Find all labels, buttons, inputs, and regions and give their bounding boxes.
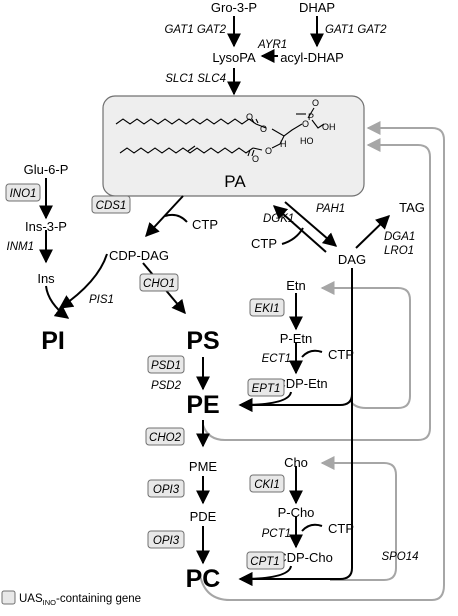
metabolite-labels: Gro-3-P DHAP LysoPA acyl-DHAP Glu-6-P In… bbox=[24, 0, 425, 593]
ps-label: PS bbox=[186, 327, 219, 355]
svg-text:OH: OH bbox=[322, 122, 336, 132]
ctp-label-pct: CTP bbox=[328, 521, 354, 536]
dgk1-label: DGK1 bbox=[263, 213, 294, 225]
pcho-label: P-Cho bbox=[278, 505, 315, 520]
cpt1-box bbox=[246, 551, 285, 570]
dhap-label: DHAP bbox=[299, 0, 335, 15]
gro3p-label: Gro-3-P bbox=[211, 0, 257, 15]
cho1-label: CHO1 bbox=[143, 278, 175, 290]
return-arrow-etn bbox=[320, 281, 411, 409]
legend-box bbox=[1, 590, 16, 605]
return-arrow-cho bbox=[320, 456, 397, 581]
pc-label: PC bbox=[186, 565, 221, 593]
eki1-label: EKI1 bbox=[255, 303, 280, 315]
legend-text: UASINO-containing gene bbox=[19, 593, 141, 607]
return-arrows bbox=[199, 121, 445, 601]
opi3-label-1: OPI3 bbox=[153, 484, 180, 496]
dga1-label: DGA1 bbox=[384, 231, 415, 243]
dag-label: DAG bbox=[338, 252, 366, 267]
legend-suffix: -containing gene bbox=[56, 593, 141, 605]
svg-text:O: O bbox=[246, 112, 253, 122]
pme-label: PME bbox=[189, 459, 218, 474]
opi3-label-2: OPI3 bbox=[153, 535, 180, 547]
ept1-label: EPT1 bbox=[252, 383, 281, 395]
opi3-box-1 bbox=[147, 479, 185, 498]
pct1-label: PCT1 bbox=[262, 528, 291, 540]
lro1-label: LRO1 bbox=[384, 245, 414, 257]
pah1-label: PAH1 bbox=[316, 203, 345, 215]
gene-boxes bbox=[1, 183, 285, 605]
svg-text:O: O bbox=[260, 124, 267, 134]
ept1-box bbox=[247, 378, 285, 397]
cki1-label: CKI1 bbox=[254, 479, 280, 491]
legend-prefix: UAS bbox=[19, 593, 43, 605]
pa-structure-labels: O O O H O P O OH HO O bbox=[246, 98, 336, 164]
cho2-box bbox=[145, 427, 185, 446]
ins3p-label: Ins-3-P bbox=[25, 219, 67, 234]
glu6p-label: Glu-6-P bbox=[24, 162, 69, 177]
svg-text:O: O bbox=[302, 119, 309, 129]
pa-structure bbox=[115, 107, 325, 157]
petn-label: P-Etn bbox=[280, 331, 313, 346]
svg-text:P: P bbox=[308, 112, 314, 122]
ctp-label-dgk: CTP bbox=[251, 236, 277, 251]
svg-text:O: O bbox=[252, 154, 259, 164]
cdpdag-label: CDP-DAG bbox=[109, 248, 169, 263]
gat-label-right: GAT1 GAT2 bbox=[325, 24, 387, 36]
spo14-label: SPO14 bbox=[381, 551, 418, 563]
legend-subscript: INO bbox=[43, 598, 57, 607]
cki1-box bbox=[249, 474, 285, 493]
pa-label: PA bbox=[224, 172, 246, 191]
ino1-label: INO1 bbox=[10, 188, 37, 200]
ctp-label-ect: CTP bbox=[328, 347, 354, 362]
opi3-box-2 bbox=[147, 530, 185, 549]
return-arrow-middle bbox=[202, 138, 431, 441]
cdpetn-label: CDP-Etn bbox=[276, 376, 327, 391]
cdpcho-label: CDP-Cho bbox=[277, 550, 333, 565]
acyldhap-label: acyl-DHAP bbox=[280, 50, 344, 65]
pi-label: PI bbox=[41, 327, 65, 355]
pde-label: PDE bbox=[190, 509, 217, 524]
gene-labels: GAT1 GAT2 GAT1 GAT2 AYR1 SLC1 SLC4 INO1 … bbox=[7, 24, 419, 568]
svg-text:O: O bbox=[312, 98, 319, 108]
cds1-box bbox=[91, 195, 131, 214]
ino1-box bbox=[5, 183, 41, 202]
cho-label: Cho bbox=[284, 455, 308, 470]
slc-label: SLC1 SLC4 bbox=[165, 73, 226, 85]
svg-text:HO: HO bbox=[300, 136, 314, 146]
lysopa-label: LysoPA bbox=[212, 50, 256, 65]
psd1-box bbox=[147, 355, 185, 374]
ect1-label: ECT1 bbox=[262, 353, 291, 365]
psd2-label: PSD2 bbox=[151, 380, 182, 392]
tag-label: TAG bbox=[399, 200, 425, 215]
gat-label-left: GAT1 GAT2 bbox=[164, 24, 226, 36]
cho2-label: CHO2 bbox=[149, 432, 182, 444]
etn-label: Etn bbox=[286, 278, 306, 293]
return-arrow-outer bbox=[199, 121, 445, 601]
cds1-label: CDS1 bbox=[96, 200, 127, 212]
svg-text:O: O bbox=[265, 146, 272, 156]
ins-label: Ins bbox=[37, 271, 55, 286]
svg-text:H: H bbox=[280, 139, 287, 149]
ctp-label-cds: CTP bbox=[192, 217, 218, 232]
eki1-box bbox=[249, 298, 285, 317]
pe-label: PE bbox=[186, 391, 219, 419]
pis1-label: PIS1 bbox=[89, 294, 114, 306]
psd1-label: PSD1 bbox=[151, 360, 181, 372]
cho1-box bbox=[139, 273, 179, 292]
cpt1-label: CPT1 bbox=[250, 556, 279, 568]
inm1-label: INM1 bbox=[7, 241, 34, 253]
ayr1-label: AYR1 bbox=[257, 39, 287, 51]
